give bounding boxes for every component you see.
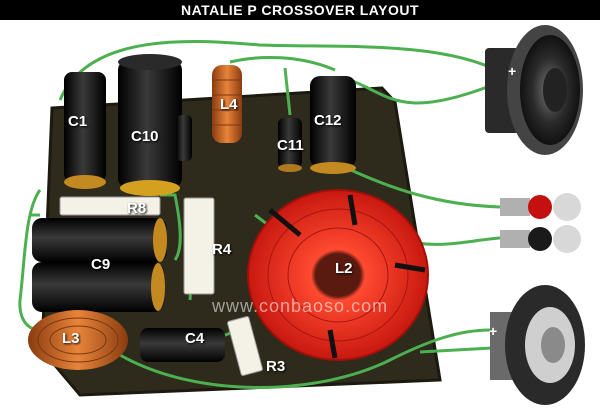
capacitor-c12-body [310, 76, 356, 174]
wire-bottom-return [119, 328, 491, 389]
label-c10: C10 [131, 128, 159, 145]
resistor-r3-body [227, 316, 263, 376]
tweeter-speaker [490, 285, 585, 405]
capacitor-c10-body [118, 54, 182, 196]
inductor-l2-body [247, 189, 429, 361]
label-r3: R3 [266, 358, 286, 375]
inductor-l4-body [212, 65, 242, 143]
resistor-r8-body [59, 196, 161, 216]
label-c4: C4 [185, 330, 205, 347]
tweeter-plus-marker: + [489, 323, 498, 339]
label-l3: L3 [62, 330, 80, 347]
label-c9: C9 [91, 256, 111, 273]
capacitor-c11-body [278, 118, 302, 172]
inductor-l3-body [28, 310, 128, 370]
wire-l4-c12 [229, 56, 336, 72]
label-c12: C12 [314, 112, 342, 129]
watermark-text: www.conbaoso.com [212, 296, 389, 316]
page-title: NATALIE P CROSSOVER LAYOUT [0, 0, 600, 20]
capacitor-c9-body [32, 218, 167, 312]
label-l4: L4 [220, 96, 238, 113]
wire-to-woofer-minus [349, 78, 491, 105]
label-r8: R8 [127, 200, 147, 217]
wire-c11-top [283, 67, 292, 116]
terminal-bottom [500, 225, 581, 253]
label-l2: L2 [335, 260, 353, 277]
wire-r8-c9 [160, 193, 182, 261]
label-r4: R4 [212, 241, 232, 258]
wire-tweeter-minus [419, 346, 493, 354]
label-c1: C1 [68, 113, 88, 130]
woofer-speaker [485, 25, 583, 155]
terminal-top [500, 193, 581, 221]
capacitor-small-body [176, 115, 192, 161]
capacitor-c4-body [140, 328, 225, 362]
woofer-plus-marker: + [508, 63, 517, 79]
resistor-r4-body [183, 197, 215, 295]
label-c11: C11 [277, 137, 304, 154]
wire-top-loop [58, 39, 501, 101]
capacitor-c1-body [64, 72, 106, 189]
